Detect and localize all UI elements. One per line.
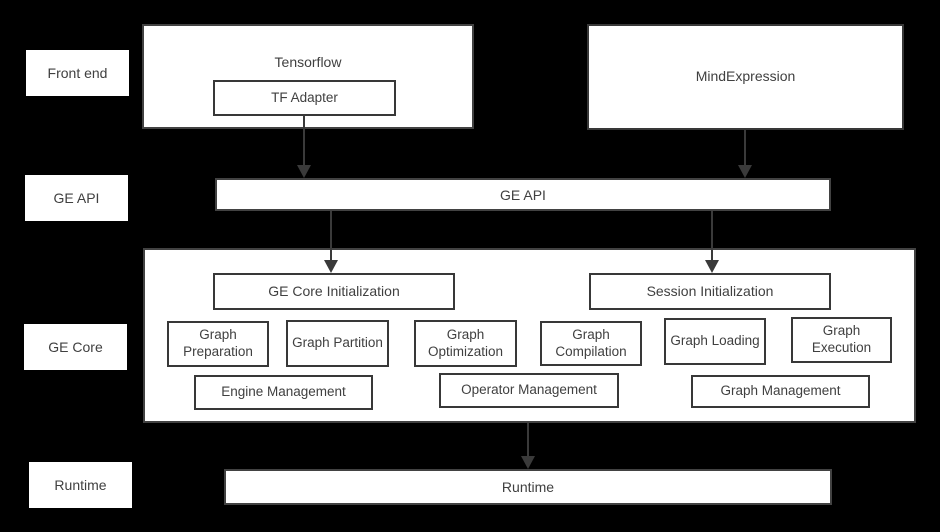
ge-core-initialization-box: GE Core Initialization bbox=[213, 273, 455, 310]
graph-execution-box: Graph Execution bbox=[791, 317, 892, 363]
layer-label-ge-core: GE Core bbox=[24, 324, 127, 370]
mind-expression-box: MindExpression bbox=[587, 24, 904, 130]
operator-management-box: Operator Management bbox=[439, 373, 619, 408]
tensorflow-box: Tensorflow TF Adapter bbox=[142, 24, 474, 129]
ge-api-bar: GE API bbox=[215, 178, 831, 211]
layer-label-ge-api: GE API bbox=[25, 175, 128, 221]
arrow-tf-adapter-to-ge-api bbox=[297, 114, 311, 178]
graph-loading-box: Graph Loading bbox=[664, 318, 766, 365]
graph-management-box: Graph Management bbox=[691, 375, 870, 408]
tf-adapter-box: TF Adapter bbox=[213, 80, 396, 116]
layer-label-runtime: Runtime bbox=[29, 462, 132, 508]
arrow-ge-api-to-session-init bbox=[705, 211, 719, 273]
engine-management-box: Engine Management bbox=[194, 375, 373, 410]
session-initialization-box: Session Initialization bbox=[589, 273, 831, 310]
layer-label-front-end: Front end bbox=[26, 50, 129, 96]
graph-preparation-box: Graph Preparation bbox=[167, 321, 269, 367]
arrow-ge-api-to-ge-core-init bbox=[324, 211, 338, 273]
arrow-mindexpression-to-ge-api bbox=[738, 130, 752, 178]
graph-compilation-box: Graph Compilation bbox=[540, 321, 642, 366]
runtime-bar: Runtime bbox=[224, 469, 832, 505]
graph-partition-box: Graph Partition bbox=[286, 320, 389, 367]
arrow-ge-core-to-runtime bbox=[521, 423, 535, 469]
graph-optimization-box: Graph Optimization bbox=[414, 320, 517, 367]
tensorflow-label: Tensorflow bbox=[274, 54, 342, 70]
